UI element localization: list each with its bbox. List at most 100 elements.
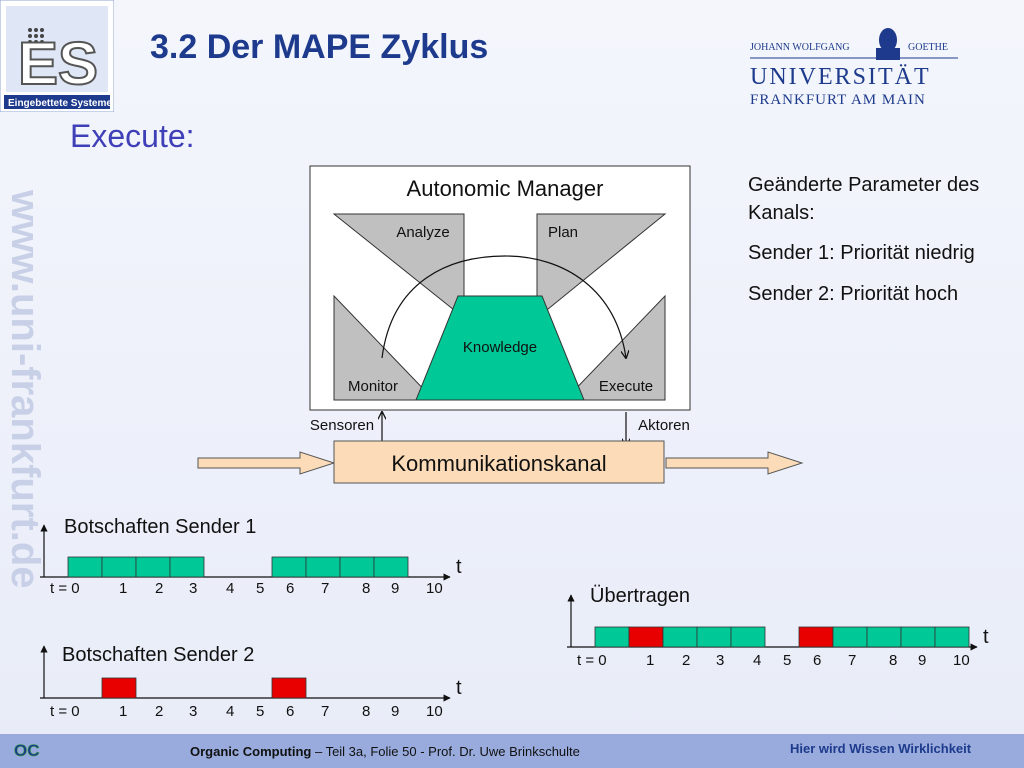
- tick-label: 3: [716, 652, 724, 669]
- message-slot-green: [271, 556, 307, 578]
- footer-text: Organic Computing – Teil 3a, Folie 50 - …: [190, 744, 580, 759]
- oc-logo: OC: [14, 741, 40, 760]
- analyze-label: Analyze: [396, 224, 449, 241]
- execute-triangle: [563, 294, 666, 401]
- channel-out-arrow: [665, 451, 804, 475]
- tick-label: t = 0: [577, 652, 607, 669]
- tick-label: 6: [813, 652, 821, 669]
- message-slot-red: [101, 677, 137, 699]
- message-slot-green: [305, 556, 341, 578]
- axis-label-t: t: [456, 556, 462, 578]
- plan-label: Plan: [548, 224, 578, 241]
- tick-label: t = 0: [50, 580, 80, 597]
- tick-label: 9: [391, 703, 399, 720]
- axis-label-t: t: [456, 677, 462, 699]
- message-slot-red: [798, 626, 834, 648]
- tick-label: 2: [155, 703, 163, 720]
- tick-label: 6: [286, 703, 294, 720]
- info-line1: Geänderte Parameter des: [748, 174, 980, 196]
- message-slot-red: [628, 626, 664, 648]
- tick-label: 10: [953, 652, 970, 669]
- tick-label: 5: [256, 703, 264, 720]
- info-sender1: Sender 1: Priorität niedrig: [748, 242, 975, 264]
- tick-label: 4: [226, 703, 234, 720]
- message-slot-green: [373, 556, 409, 578]
- tick-label: 8: [362, 703, 370, 720]
- univ-top-left: JOHANN WOLFGANG: [750, 42, 850, 53]
- tick-label: 2: [682, 652, 690, 669]
- message-slot-green: [67, 556, 103, 578]
- mape-cycle-arc: [381, 255, 626, 358]
- timeline-sender1: t = 0 1 2 3 4 5 6 7 8 9 10 t: [40, 524, 462, 597]
- footer-slogan: Hier wird Wissen Wirklichkeit: [790, 741, 972, 756]
- message-slot-green: [900, 626, 936, 648]
- message-slot-green: [730, 626, 766, 648]
- univ-city: FRANKFURT AM MAIN: [750, 92, 926, 108]
- message-slot-green: [169, 556, 205, 578]
- svg-text:ES: ES: [18, 30, 98, 97]
- tick-label: 9: [918, 652, 926, 669]
- message-slot-green: [101, 556, 137, 578]
- tick-label: 4: [226, 580, 234, 597]
- tick-label: 1: [646, 652, 654, 669]
- tick-label: 10: [426, 580, 443, 597]
- tick-label: 5: [256, 580, 264, 597]
- footer-bar: [0, 734, 1024, 768]
- knowledge-trapezoid: [415, 295, 585, 401]
- tick-label: 7: [321, 580, 329, 597]
- tick-label: 8: [362, 580, 370, 597]
- footer-detail: – Teil 3a, Folie 50 - Prof. Dr. Uwe Brin…: [311, 744, 580, 759]
- message-slot-red: [271, 677, 307, 699]
- es-logo-caption: Eingebettete Systeme: [8, 98, 112, 109]
- channel-in-arrow: [197, 451, 336, 475]
- tick-label: t = 0: [50, 703, 80, 720]
- tick-label: 6: [286, 580, 294, 597]
- url-watermark: www.uni-frankfurt.de: [3, 189, 47, 589]
- actuators-label: Aktoren: [638, 417, 690, 434]
- tick-label: 2: [155, 580, 163, 597]
- oc-logo-text: OC: [14, 741, 40, 760]
- monitor-label: Monitor: [348, 378, 398, 395]
- tick-label: 1: [119, 703, 127, 720]
- tick-label: 7: [848, 652, 856, 669]
- channel-label: Kommunikationskanal: [391, 451, 606, 476]
- message-slot-green: [662, 626, 698, 648]
- info-sender2: Sender 2: Priorität hoch: [748, 283, 959, 305]
- autonomic-manager-title: Autonomic Manager: [407, 176, 604, 201]
- university-logo: JOHANN WOLFGANG GOETHE UNIVERSITÄT FRANK…: [750, 28, 958, 108]
- tick-label: 10: [426, 703, 443, 720]
- message-slot-green: [832, 626, 868, 648]
- analyze-triangle: [332, 213, 465, 320]
- tick-label: 1: [119, 580, 127, 597]
- slide-subtitle: Execute:: [70, 118, 195, 154]
- univ-top-right: GOETHE: [908, 42, 948, 53]
- message-slot-green: [934, 626, 970, 648]
- sender1-title: Botschaften Sender 1: [64, 516, 257, 538]
- tick-label: 8: [889, 652, 897, 669]
- channel-box: [333, 440, 665, 484]
- tick-label: 4: [753, 652, 761, 669]
- info-line2: Kanals:: [748, 202, 815, 224]
- transmitted-title: Übertragen: [590, 585, 691, 607]
- execute-label: Execute: [599, 378, 653, 395]
- timeline-sender2: t = 0 1 2 3 4 5 6 7 8 9 10 t: [40, 645, 462, 720]
- message-slot-green: [696, 626, 732, 648]
- goethe-portrait-icon: [876, 28, 900, 60]
- watermark-text: www.uni-frankfurt.de: [3, 189, 47, 589]
- plan-triangle: [536, 213, 667, 320]
- message-slot-green: [866, 626, 902, 648]
- tick-label: 7: [321, 703, 329, 720]
- tick-label: 9: [391, 580, 399, 597]
- sensors-label: Sensoren: [310, 417, 374, 434]
- tick-label: 3: [189, 580, 197, 597]
- univ-name: UNIVERSITÄT: [750, 64, 931, 90]
- es-logo: ES Eingebettete Systeme: [0, 0, 114, 112]
- timeline-transmitted: t = 0 1 2 3 4 5 6 7 8 9 10 t: [567, 594, 989, 669]
- sender2-title: Botschaften Sender 2: [62, 644, 255, 666]
- tick-label: 3: [189, 703, 197, 720]
- tick-label: 5: [783, 652, 791, 669]
- axis-label-t: t: [983, 626, 989, 648]
- message-slot-green: [339, 556, 375, 578]
- footer-course: Organic Computing: [190, 744, 312, 759]
